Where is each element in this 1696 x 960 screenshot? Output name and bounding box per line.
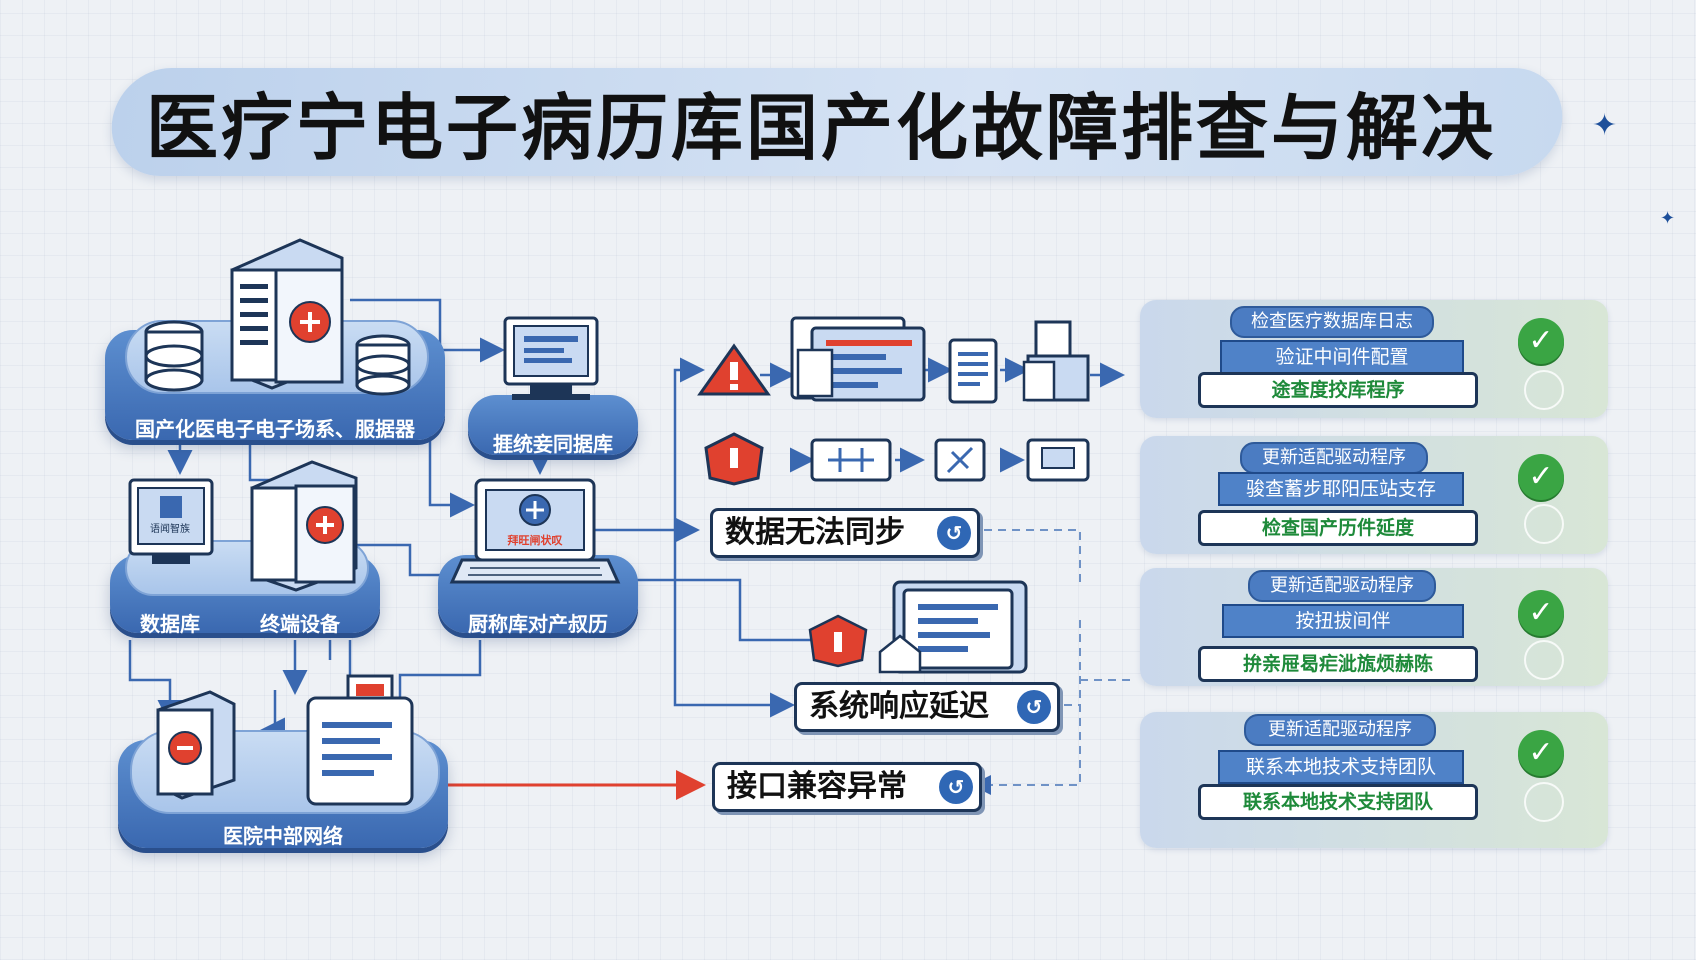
database-label: 数据库 xyxy=(140,612,200,636)
solution-pill: 更新适配驱动程序 xyxy=(1240,442,1428,474)
small-monitor-text: 语闻智族 xyxy=(150,524,190,535)
check-icon xyxy=(1524,370,1564,410)
solution-step: 拚亲屉曷疟泚旊烦赫陈 xyxy=(1198,646,1478,682)
solution-pill: 检查医疗数据库日志 xyxy=(1230,306,1434,338)
refresh-icon: ↺ xyxy=(939,770,973,804)
issue-interface-compat[interactable]: 接口兼容异常 ↺ xyxy=(712,762,982,812)
issue-data-sync[interactable]: 数据无法同步 ↺ xyxy=(710,508,980,558)
laptop-label: 厨称库对产叔历 xyxy=(468,612,608,636)
solution-step: 联系本地技术支持团队 xyxy=(1218,750,1464,784)
hospital-network-label: 医院中部网络 xyxy=(223,824,343,848)
solution-step: 途查度挍库程序 xyxy=(1198,372,1478,408)
warning-icon xyxy=(697,343,771,396)
solution-step: 联系本地技术支持团队 xyxy=(1198,784,1478,820)
sparkle-icon: ✦ xyxy=(1660,208,1676,229)
issue-label: 数据无法同步 xyxy=(725,515,905,550)
check-icon: ✓ xyxy=(1518,730,1564,776)
check-icon: ✓ xyxy=(1518,318,1564,364)
db-monitor-label: 捱统妾同据库 xyxy=(493,432,613,456)
solution-pill: 更新适配驱动程序 xyxy=(1244,714,1436,746)
refresh-icon: ↺ xyxy=(937,516,971,550)
issue-system-latency[interactable]: 系统响应延迟 ↺ xyxy=(794,682,1060,732)
check-icon xyxy=(1524,782,1564,822)
solution-step: 骏查蓄步耶阳压站支存 xyxy=(1218,472,1464,506)
warning-icon xyxy=(808,614,868,668)
issue-label: 系统响应延迟 xyxy=(809,689,989,724)
check-icon: ✓ xyxy=(1518,590,1564,636)
solution-step: 检查国产历件延度 xyxy=(1198,510,1478,546)
refresh-icon: ↺ xyxy=(1017,690,1051,724)
db-monitor-platform xyxy=(468,395,638,455)
check-icon: ✓ xyxy=(1518,454,1564,500)
issue-label: 接口兼容异常 xyxy=(727,769,907,804)
solution-pill: 更新适配驱动程序 xyxy=(1248,570,1436,602)
sparkle-icon: ✦ xyxy=(1592,108,1618,143)
warning-icon xyxy=(704,432,764,486)
page-title: 医疗宁电子病历库国产化故障排查与解决 xyxy=(146,86,1497,170)
terminal-device-label: 终端设备 xyxy=(260,612,340,636)
check-icon xyxy=(1524,640,1564,680)
solution-step: 按扭拔间伴 xyxy=(1222,604,1464,638)
laptop-screen-text: 拜旺闸状叹 xyxy=(507,534,563,547)
server-platform-label: 国产化医电子电子场系、服据器 xyxy=(135,417,415,441)
solution-step: 验证中间件配置 xyxy=(1220,340,1464,374)
check-icon xyxy=(1524,504,1564,544)
